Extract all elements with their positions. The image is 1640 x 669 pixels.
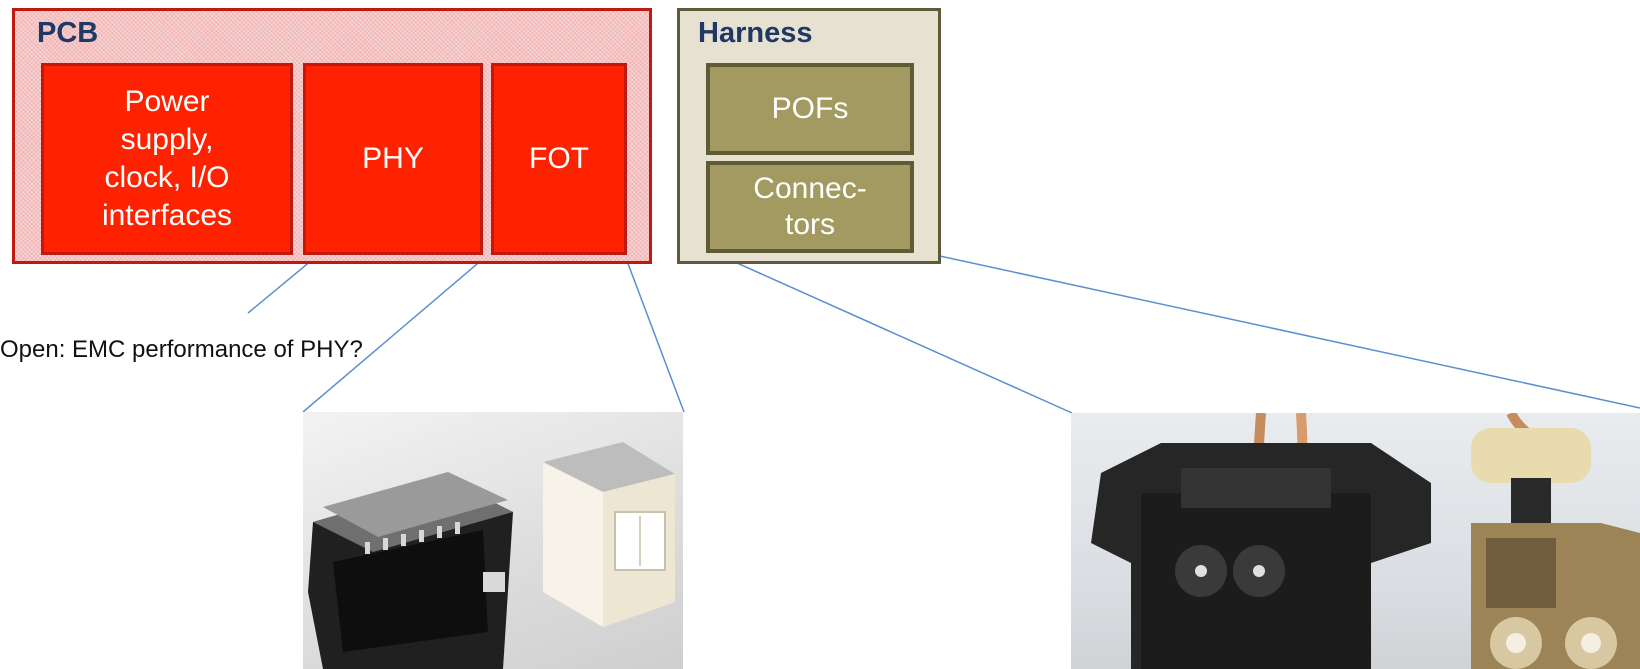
connectors-block: Connec- tors — [706, 161, 914, 253]
connectors-line-2: tors — [784, 208, 835, 241]
connectors-line-1: Connec- — [753, 172, 867, 205]
power-supply-line-2: supply, — [120, 123, 214, 156]
connector-left-leader-line — [707, 249, 1073, 414]
pof-connector-illustration — [1091, 413, 1640, 669]
fot-block: FOT — [491, 63, 627, 255]
pofs-label: POFs — [771, 92, 849, 125]
power-supply-block: Power supply, clock, I/O interfaces — [41, 63, 293, 255]
pof-connector-photo — [1071, 413, 1640, 669]
pcb-group: PCB Power supply, clock, I/O interfaces … — [12, 8, 652, 264]
harness-group: Harness POFs Connec- tors — [677, 8, 941, 264]
fot-label: FOT — [529, 142, 589, 175]
phy-label: PHY — [362, 142, 424, 175]
fot-transceiver-illustration — [308, 442, 675, 669]
phy-block: PHY — [303, 63, 483, 255]
pofs-block: POFs — [706, 63, 914, 155]
open-question-note: Open: EMC performance of PHY? — [0, 336, 363, 363]
connector-right-leader-line — [911, 249, 1640, 409]
fot-transceiver-photo — [303, 412, 683, 669]
fot-left-leader-line — [302, 252, 491, 413]
harness-title: Harness — [698, 17, 813, 49]
power-supply-line-4: interfaces — [101, 199, 233, 232]
power-supply-line-3: clock, I/O — [104, 161, 230, 194]
pcb-title: PCB — [37, 17, 99, 49]
power-supply-line-1: Power — [124, 85, 210, 118]
fot-right-leader-line — [623, 252, 685, 413]
